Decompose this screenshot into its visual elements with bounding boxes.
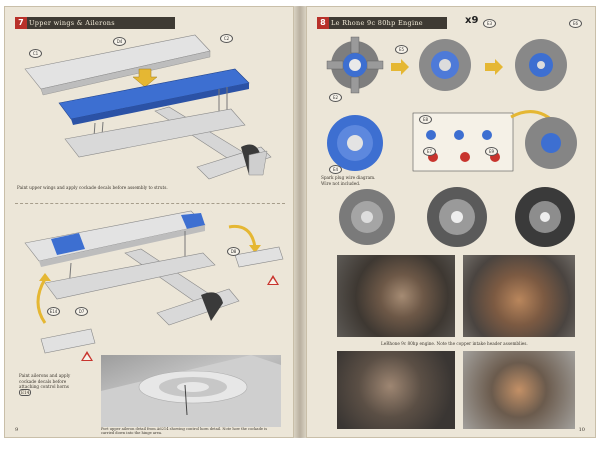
engine-assembly-diagram [326,36,577,247]
page-number: 9 [15,427,19,433]
step-8-header: 8 Le Rhone 9c 80hp Engine [317,17,447,29]
book-spine [294,6,306,438]
engine-stage-4 [525,117,577,169]
callout-e9: E9 [485,147,498,156]
lower-wing [64,108,246,158]
quantity-multiplier: x9 [465,15,479,26]
callout-e3: E3 [483,19,496,28]
step-title: Upper wings & Ailerons [29,19,115,27]
aileron-right [234,246,284,268]
callout-e7: E7 [423,147,436,156]
aileron-detail-photo [101,355,281,427]
callout-d8: D8 [227,247,240,256]
caption-upper-wings: Paint upper wings and apply cockade deca… [17,185,168,190]
aileron-assembly-diagram [24,210,284,354]
callout-e2: E2 [329,93,342,102]
caption-ailerons: Paint ailerons and apply cockade decals … [19,373,71,396]
warning-icon [81,351,93,361]
callout-e4: E4 [329,165,342,174]
callout-e14: E14 [47,307,60,316]
engine-photo-3 [337,351,455,429]
upper-wing-assembly-diagram [24,34,272,180]
callout-e8: E8 [419,115,432,124]
warning-icon [267,275,279,285]
callout-e6: E6 [569,19,582,28]
arrow-right [485,59,503,75]
engine-stage-3 [515,39,567,91]
caption-photo: Port upper aileron detail from A6214 sho… [101,427,268,436]
engine-stage-1 [326,36,384,94]
arrow-right [391,59,409,75]
caption-ailerons-ref: E14 [19,388,32,396]
right-page: 8 Le Rhone 9c 80hp Engine x9 [306,6,596,438]
engine-blue-rear [327,115,383,171]
divider [15,203,285,204]
callout-c1: C1 [29,49,42,58]
engine-photo-2 [463,255,575,337]
step-number: 8 [317,17,329,29]
step-7-header: 7 Upper wings & Ailerons [15,17,175,29]
step-number: 7 [15,17,27,29]
down-arrow [132,68,158,88]
callout-c2: C2 [220,34,233,43]
engine-photo-1 [337,255,455,337]
callout-d4: D4 [113,37,126,46]
callout-d7: D7 [75,307,88,316]
cockade-image [101,355,281,427]
engine-stage-7 [515,187,575,247]
callout-e5: E5 [395,45,408,54]
engine-stage-5 [339,189,395,245]
engine-stage-6 [427,187,487,247]
aileron-left [40,328,96,354]
engine-photo-4 [463,351,575,429]
curved-arrow-left [36,278,47,324]
spark-plug-note: Spark plug wire diagram. Wire not includ… [321,175,376,186]
left-page: 7 Upper wings & Ailerons C1 D4 C2 Paint … [4,6,294,438]
curved-arrow-right [228,224,257,248]
page-number: 10 [578,427,585,433]
engine-stage-2 [419,39,471,91]
photo-caption: LeRhone 9c 80hp engine. Note the copper … [381,341,528,346]
step-title: Le Rhone 9c 80hp Engine [331,19,423,27]
